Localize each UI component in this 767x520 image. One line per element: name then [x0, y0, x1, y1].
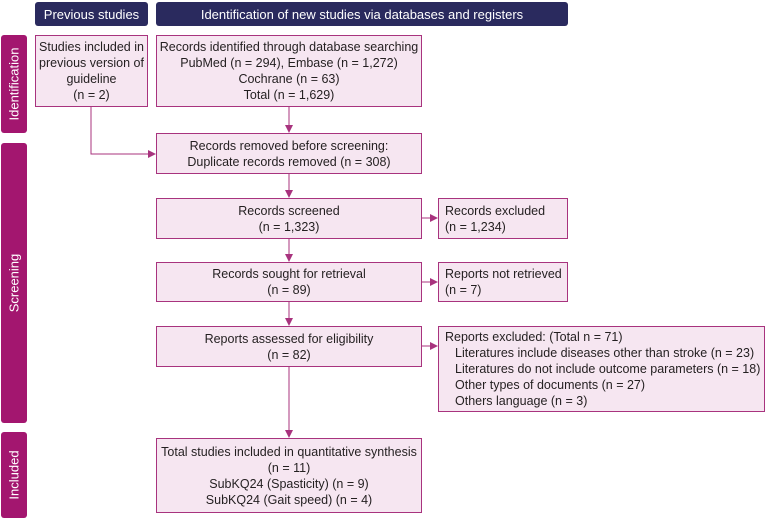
text-line: Literatures include diseases other than …	[455, 346, 755, 360]
box-reports-not-retrieved: Reports not retrieved (n = 7)	[438, 262, 568, 302]
text-line: Records identified through database sear…	[159, 40, 419, 54]
text-line: Records removed before screening:	[189, 138, 389, 153]
text-line: Total (n = 1,629)	[243, 88, 335, 102]
header-previous-studies: Previous studies	[35, 2, 148, 26]
text-line: SubKQ24 (Gait speed) (n = 4)	[205, 492, 373, 507]
text-line: Reports excluded: (Total n = 71)	[445, 330, 623, 344]
text-line: guideline	[66, 72, 117, 86]
phase-identification: Identification	[1, 35, 27, 133]
text-line: (n = 89)	[267, 283, 311, 297]
arrow-previous-to-removed	[90, 107, 156, 158]
text-line: Reports assessed for eligibility	[204, 331, 374, 346]
text-line: (n = 11)	[267, 460, 311, 475]
box-reports-excluded: Reports excluded: (Total n = 71) Literat…	[438, 326, 765, 412]
text-line: previous version of	[39, 56, 144, 70]
text-line: Cochrane (n = 63)	[238, 72, 340, 86]
box-studies-included: Total studies included in quantitative s…	[156, 438, 422, 513]
text-line: Records excluded	[445, 203, 546, 218]
box-records-excluded: Records excluded (n = 1,234)	[438, 198, 568, 239]
box-previous-studies: Studies included in previous version of …	[35, 35, 148, 107]
header-new-studies: Identification of new studies via databa…	[156, 2, 568, 26]
text-line: PubMed (n = 294), Embase (n = 1,272)	[180, 56, 398, 70]
text-line: Records sought for retrieval	[212, 267, 366, 281]
text-line: SubKQ24 (Spasticity) (n = 9)	[209, 476, 369, 491]
box-records-screened: Records screened (n = 1,323)	[156, 198, 422, 239]
phase-screening: Screening	[1, 143, 27, 423]
text-line: Others language (n = 3)	[455, 394, 588, 408]
text-line: Total studies included in quantitative s…	[161, 444, 417, 459]
text-line: Records screened	[238, 203, 340, 218]
text-line: Other types of documents (n = 27)	[455, 378, 646, 392]
box-records-sought: Records sought for retrieval (n = 89)	[156, 262, 422, 302]
text-line: (n = 2)	[73, 88, 110, 102]
text-line: Reports not retrieved	[445, 267, 562, 281]
text-line: (n = 82)	[267, 347, 311, 362]
box-reports-assessed: Reports assessed for eligibility (n = 82…	[156, 326, 422, 367]
text-line: Literatures do not include outcome param…	[455, 362, 761, 376]
phase-included: Included	[1, 432, 27, 518]
text-line: (n = 7)	[445, 283, 482, 297]
text-line: Studies included in	[39, 40, 144, 54]
text-line: (n = 1,323)	[258, 219, 320, 234]
box-records-identified: Records identified through database sear…	[156, 35, 422, 107]
text-line: Duplicate records removed (n = 308)	[187, 154, 391, 169]
text-line: (n = 1,234)	[445, 219, 506, 234]
box-records-removed: Records removed before screening: Duplic…	[156, 133, 422, 174]
